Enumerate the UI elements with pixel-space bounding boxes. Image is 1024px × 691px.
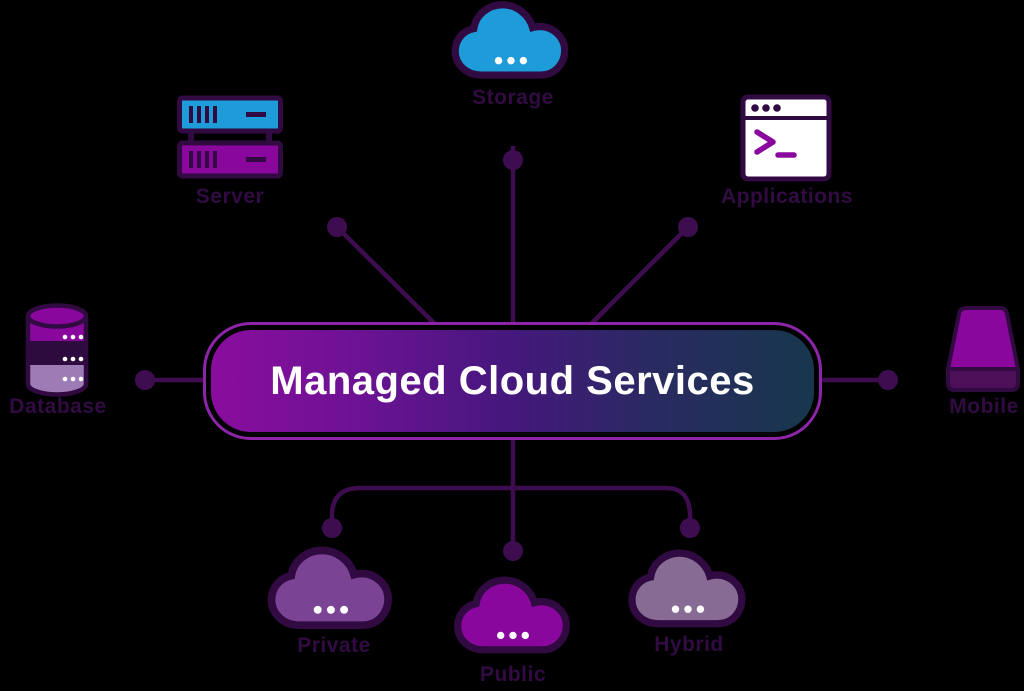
hybrid-cloud-icon <box>626 549 752 632</box>
database-cylinder-icon <box>25 303 89 397</box>
public-cloud-icon <box>452 576 576 658</box>
center-title: Managed Cloud Services <box>270 358 755 403</box>
connector-dot-database <box>135 370 155 390</box>
node-applications <box>740 94 832 182</box>
connector-dot-mobile <box>878 370 898 390</box>
public-label: Public <box>479 663 546 686</box>
connector-dot-public <box>503 541 523 561</box>
connector-dot-hybrid <box>680 518 700 538</box>
connector-dot-applications <box>678 217 698 237</box>
center-box-gradient: Managed Cloud Services <box>211 330 814 432</box>
node-mobile <box>944 305 1022 393</box>
server-rack-icon <box>177 95 283 179</box>
mobile-device-icon <box>946 306 1020 392</box>
node-public <box>452 576 576 658</box>
storage-label: Storage <box>472 86 554 109</box>
private-label: Private <box>297 634 371 657</box>
connector-dot-storage <box>503 150 523 170</box>
connector-applications <box>575 225 690 340</box>
node-database <box>23 303 91 397</box>
mobile-label: Mobile <box>949 395 1019 418</box>
connector-server <box>335 225 451 340</box>
connector-private-hybrid <box>329 485 693 529</box>
node-hybrid <box>626 549 752 632</box>
database-label: Database <box>9 395 107 418</box>
applications-label: Applications <box>720 185 853 208</box>
hybrid-label: Hybrid <box>654 633 724 656</box>
center-box: Managed Cloud Services <box>203 322 822 440</box>
private-cloud-icon <box>266 546 398 634</box>
node-storage <box>450 0 574 84</box>
connector-dot-private <box>322 518 342 538</box>
node-server <box>176 94 284 182</box>
server-label: Server <box>195 185 265 208</box>
node-private <box>266 546 398 634</box>
terminal-window-icon <box>740 94 832 182</box>
storage-cloud-icon <box>450 0 574 84</box>
connector-dot-server <box>327 217 347 237</box>
